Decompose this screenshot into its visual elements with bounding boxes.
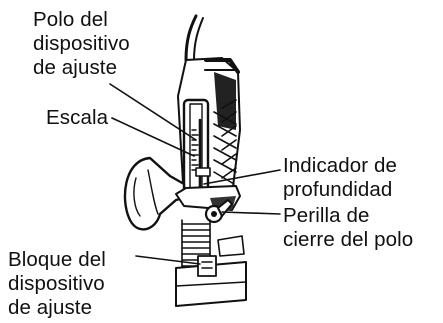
leader-perilla <box>221 211 281 215</box>
leader-escala <box>111 117 195 157</box>
label-escala-line-1: Escala <box>46 106 109 129</box>
label-bloque-line-2: dispositivo <box>8 272 105 295</box>
leader-lines <box>109 83 281 265</box>
label-perilla: Perilla de cierre del polo <box>283 204 413 252</box>
label-perilla-line-2: cierre del polo <box>283 228 414 251</box>
label-bloque: Bloque del dispositivo de ajuste <box>8 248 106 320</box>
label-indicador: Indicador de profundidad <box>283 154 397 202</box>
depth-indicator <box>195 167 211 177</box>
leader-bloque <box>135 255 201 265</box>
scale-ticks <box>191 129 199 171</box>
label-bloque-line-1: Bloque del <box>8 248 106 271</box>
label-bloque-line-3: de ajuste <box>8 296 93 319</box>
leader-polo <box>109 83 197 141</box>
label-indicador-line-2: profundidad <box>283 178 393 201</box>
label-polo-line-1: Polo del <box>33 8 108 31</box>
label-polo: Polo del dispositivo de ajuste <box>33 8 130 80</box>
label-polo-line-2: dispositivo <box>33 32 130 55</box>
label-escala: Escala <box>46 106 108 130</box>
label-perilla-line-1: Perilla de <box>283 204 370 227</box>
power-cord <box>184 14 198 62</box>
label-indicador-line-1: Indicador de <box>283 154 398 177</box>
leader-indicador <box>203 169 281 185</box>
label-polo-line-3: de ajuste <box>33 56 118 79</box>
adjuster-block <box>197 255 217 277</box>
handle-knob <box>123 156 186 231</box>
power-cord-inner <box>193 17 204 61</box>
housing-ribs <box>213 99 237 185</box>
